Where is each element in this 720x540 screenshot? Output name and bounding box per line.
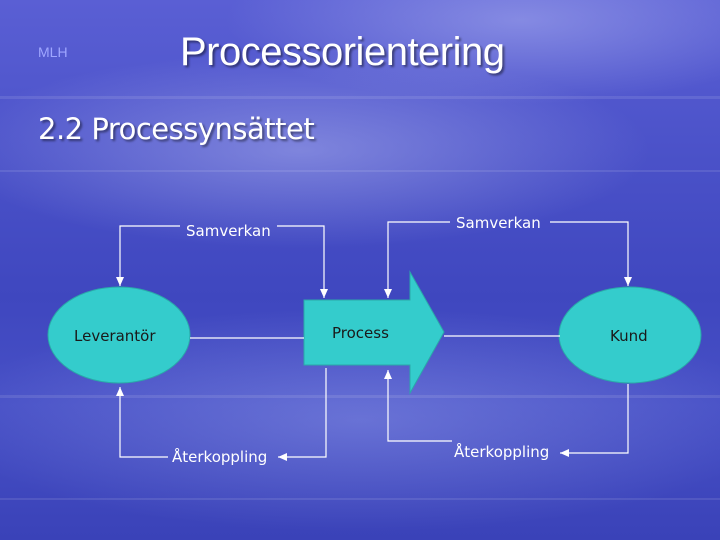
feedback-right-label: Återkoppling (454, 442, 549, 461)
feedback-left-to-supplier (116, 387, 168, 458)
process-arrow (303, 270, 445, 395)
cooperation-right-to-customer (550, 221, 632, 286)
cooperation-left-to-supplier (116, 225, 180, 286)
process-label: Process (332, 324, 389, 342)
customer-node (558, 286, 702, 384)
cooperation-right-label: Samverkan (456, 214, 541, 232)
supplier-node (47, 286, 191, 384)
feedback-right-from-customer (560, 384, 629, 457)
author-initials: MLH (38, 44, 68, 60)
feedback-right-to-process (384, 370, 452, 442)
cooperation-right-to-process (384, 221, 450, 298)
cooperation-left-label: Samverkan (186, 222, 271, 240)
supplier-label: Leverantör (74, 327, 156, 345)
customer-label: Kund (610, 327, 648, 345)
slide-title: Processorientering (180, 30, 505, 74)
cooperation-left-to-process (277, 225, 328, 298)
slide-subtitle: 2.2 Processynsättet (38, 112, 315, 146)
feedback-left-from-process (278, 368, 327, 461)
feedback-left-label: Återkoppling (172, 447, 267, 466)
